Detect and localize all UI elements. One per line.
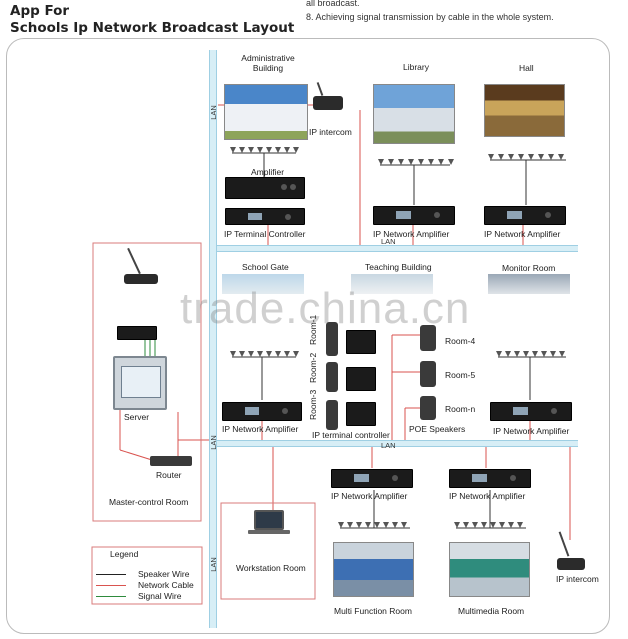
ip-network-amplifier-device — [484, 206, 566, 225]
ip-network-amplifier-device — [222, 402, 302, 421]
ip-terminal-controller-device — [346, 402, 376, 426]
legend-network-swatch — [96, 585, 126, 586]
ip-terminal-controller-label: IP Terminal Controller — [224, 229, 306, 239]
legend-network-cable: Network Cable — [138, 580, 194, 590]
signal-device — [117, 326, 157, 340]
room-5-label: Room-5 — [445, 370, 476, 380]
room-label-library: Library — [403, 62, 429, 72]
poe-speakers-label: POE Speakers — [409, 424, 466, 434]
room-1-label: Room-1 — [308, 314, 318, 345]
header-line1: App For — [10, 3, 70, 19]
laptop-icon — [254, 510, 284, 530]
poe-speaker-icon — [420, 325, 436, 351]
room-label-multifunction: Multi Function Room — [334, 606, 412, 616]
ip-terminal-controller-device — [346, 367, 376, 391]
note-top: all broadcast. — [306, 0, 360, 8]
ip-intercom-label: IP intercom — [556, 574, 599, 584]
ip-intercom-label: IP intercom — [309, 127, 352, 137]
amplifier-device — [225, 177, 305, 199]
room-label-teaching: Teaching Building — [365, 262, 432, 272]
teaching-building-image — [351, 274, 433, 294]
poe-speaker-icon — [420, 361, 436, 387]
school-gate-image — [222, 274, 304, 294]
speaker-wires — [232, 152, 566, 529]
lan-vertical — [209, 50, 217, 628]
ip-network-amplifier-device — [490, 402, 572, 421]
room-n-label: Room-n — [445, 404, 476, 414]
lan-label: LAN — [208, 105, 218, 120]
lan-label: LAN — [381, 441, 396, 450]
lan-horizontal-upper — [217, 245, 578, 252]
ip-network-amplifier-label: IP Network Amplifier — [331, 491, 408, 501]
diagram-frame — [6, 38, 610, 634]
laptop-base — [248, 530, 290, 534]
ip-network-amplifier-label: IP Network Amplifier — [493, 426, 570, 436]
server-device — [113, 356, 167, 410]
room-label-workstation: Workstation Room — [236, 563, 306, 573]
room-label-monitor: Monitor Room — [502, 263, 556, 273]
speaker-icon — [326, 322, 338, 356]
ip-network-amplifier-device — [373, 206, 455, 225]
room-label-master: Master-control Room — [109, 497, 189, 507]
room-2-label: Room-2 — [308, 352, 318, 383]
ip-network-amplifier-label: IP Network Amplifier — [449, 491, 526, 501]
header-title: Schools Ip Network Broadcast Layout — [10, 20, 295, 36]
legend-signal-swatch — [96, 596, 126, 597]
room-3-label: Room-3 — [308, 389, 318, 420]
ip-terminal-controller-device — [225, 208, 305, 225]
room-4-label: Room-4 — [445, 336, 476, 346]
ip-network-amplifier-label: IP Network Amplifier — [222, 424, 299, 434]
hall-image — [484, 84, 565, 137]
room-label-multimedia: Multimedia Room — [458, 606, 525, 616]
legend-speaker-wire: Speaker Wire — [138, 569, 190, 579]
ip-intercom-device — [313, 96, 343, 110]
ip-network-amplifier-device — [331, 469, 413, 488]
multi-function-room-image — [333, 542, 414, 597]
router-device — [150, 456, 192, 466]
room-label-hall: Hall — [519, 63, 534, 73]
lan-label: LAN — [208, 557, 218, 572]
horn-speakers — [230, 147, 565, 528]
ip-intercom-device — [557, 558, 585, 570]
ip-terminal-controller-device — [346, 330, 376, 354]
ip-terminal-controller-label: IP terminal controller — [312, 430, 390, 440]
room-label-school-gate: School Gate — [242, 262, 289, 272]
legend-title: Legend — [110, 549, 139, 559]
poe-speaker-icon — [420, 396, 436, 420]
legend-signal-wire: Signal Wire — [138, 591, 182, 601]
server-label: Server — [124, 412, 150, 422]
router-label: Router — [156, 470, 182, 480]
legend-speaker-swatch — [96, 574, 126, 575]
multimedia-room-image — [449, 542, 530, 597]
speaker-icon — [326, 400, 338, 430]
monitor-room-image — [488, 274, 570, 294]
ip-network-amplifier-device — [449, 469, 531, 488]
ip-network-amplifier-label: IP Network Amplifier — [484, 229, 561, 239]
master-microphone-console — [124, 274, 158, 284]
lan-label: LAN — [208, 435, 218, 450]
note-item8: 8. Achieving signal transmission by cabl… — [306, 12, 554, 22]
room-label-admin: Administrative Building — [241, 53, 295, 73]
lan-label: LAN — [381, 237, 396, 246]
lan-horizontal-lower — [217, 440, 578, 447]
amplifier-label: Amplifier — [251, 167, 285, 177]
watermark: trade.china.cn — [180, 284, 471, 333]
speaker-icon — [326, 362, 338, 392]
ip-network-amplifier-label: IP Network Amplifier — [373, 229, 450, 239]
admin-building-image — [224, 84, 308, 140]
library-image — [373, 84, 455, 144]
